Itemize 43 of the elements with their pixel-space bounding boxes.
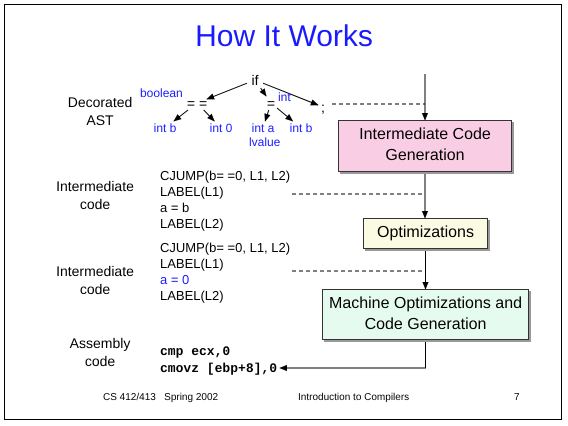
code-line: cmp ecx,0 <box>160 343 232 360</box>
code-line: LABEL(L2) <box>160 216 225 232</box>
code-line: a = 0 <box>160 272 190 288</box>
arrow <box>259 88 267 97</box>
code-line: CJUMP(b= =0, L1, L2) <box>160 240 288 256</box>
ast-operator: = <box>265 96 277 110</box>
ast-operator: if <box>247 72 263 88</box>
arrow <box>264 110 270 122</box>
ast-leaf: int a <box>248 121 278 135</box>
ast-operator: = = <box>187 96 207 110</box>
stage-label: Intermediate code <box>55 262 135 298</box>
ast-leaf: int b <box>286 121 316 135</box>
slide-title: How It Works <box>194 20 374 54</box>
type-annotation: int <box>278 91 291 103</box>
type-annotation: lvalue <box>249 136 280 148</box>
code-line: CJUMP(b= =0, L1, L2) <box>160 168 288 184</box>
stage-label: Decorated AST <box>66 93 134 130</box>
code-line: LABEL(L1) <box>160 184 225 200</box>
stage-label: Assembly code <box>68 334 132 370</box>
footer-text: 7 <box>514 392 520 403</box>
process-box: Machine Optimizations and Code Generation <box>322 289 529 340</box>
footer-text: Introduction to Compilers <box>298 392 410 403</box>
type-annotation: boolean <box>140 87 183 99</box>
arrow <box>276 108 294 122</box>
code-line: cmovz [ebp+8],0 <box>160 360 278 377</box>
footer-text: CS 412/413 Spring 2002 <box>103 392 218 403</box>
ast-operator: ; <box>318 99 328 115</box>
code-line: LABEL(L1) <box>160 256 225 272</box>
arrow <box>203 110 215 122</box>
process-box: Intermediate Code Generation <box>338 120 512 172</box>
arrow <box>206 82 248 100</box>
arrow <box>422 248 429 290</box>
stage-label: Intermediate code <box>55 177 135 214</box>
ast-leaf: int b <box>150 121 180 135</box>
arrow <box>422 172 428 219</box>
arrow <box>262 82 319 106</box>
ast-leaf: int 0 <box>206 121 236 135</box>
code-line: LABEL(L2) <box>160 288 225 304</box>
arrow <box>279 340 426 372</box>
arrow <box>173 110 189 122</box>
code-line: a = b <box>160 200 190 216</box>
process-box: Optimizations <box>363 218 488 249</box>
arrow <box>422 74 428 121</box>
